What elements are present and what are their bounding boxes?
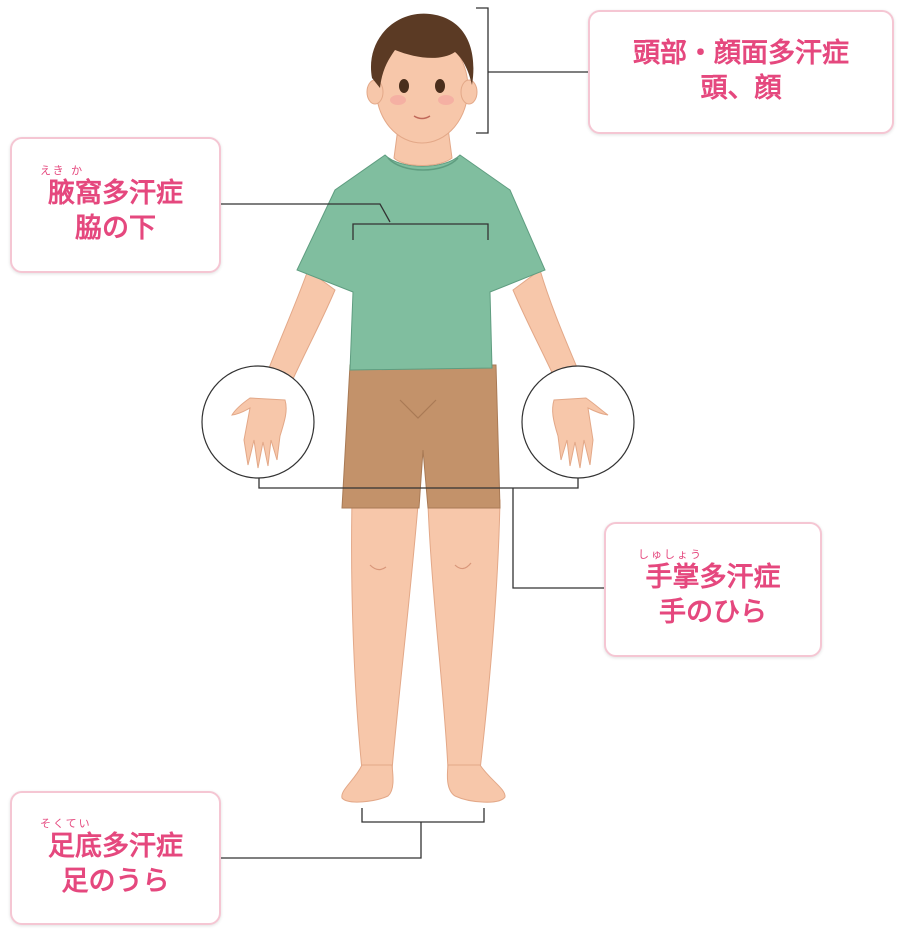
label-palm-subtitle: 手のひら (659, 597, 767, 628)
label-sole: そくてい 足底多汗症 足のうら (10, 791, 221, 925)
hand-circle-right (521, 365, 635, 479)
shirt (296, 154, 546, 371)
palm-leader (512, 488, 604, 589)
sole-bracket (361, 808, 485, 823)
palm-bracket (258, 478, 579, 489)
label-palm-ruby: しゅしょう (638, 548, 703, 561)
head-bracket (476, 7, 489, 134)
shorts (341, 364, 501, 509)
label-axilla-ruby: えき か (40, 163, 85, 177)
label-axilla-title: 腋窩多汗症 (48, 177, 183, 209)
feet (341, 764, 506, 803)
sole-leader (221, 822, 422, 859)
label-axilla: えき か 腋窩多汗症 脇の下 (10, 137, 221, 273)
label-palm: しゅしょう 手掌多汗症 手のひら (604, 522, 822, 657)
label-sole-subtitle: 足のうら (61, 865, 170, 897)
head (366, 13, 478, 144)
leader-lines (221, 7, 604, 859)
label-head-subtitle: 頭、顔 (700, 73, 782, 104)
axilla-bracket (352, 223, 489, 240)
hand-circle-left (201, 365, 315, 479)
legs (351, 499, 501, 771)
label-head-face: 頭部・顔面多汗症 頭、顔 (588, 10, 894, 134)
label-palm-title: 手掌多汗症 (645, 562, 781, 593)
label-axilla-subtitle: 脇の下 (75, 212, 156, 244)
label-sole-ruby: そくてい (40, 816, 92, 830)
axilla-leader (221, 203, 391, 223)
label-sole-title: 足底多汗症 (48, 830, 183, 862)
label-head-title: 頭部・顔面多汗症 (633, 38, 849, 69)
